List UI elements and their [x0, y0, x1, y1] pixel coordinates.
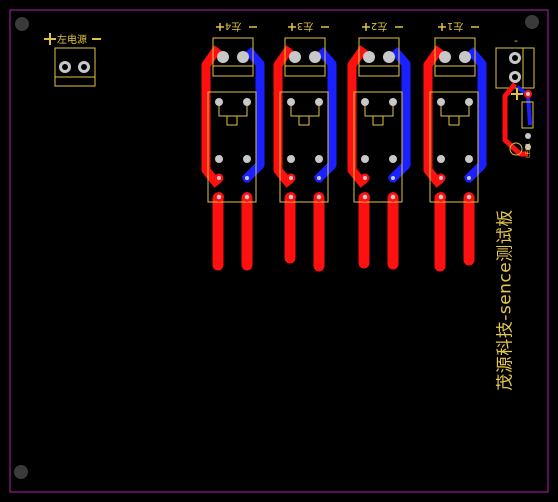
mounting-hole-icon	[15, 17, 29, 31]
via-pad-icon	[386, 54, 392, 60]
sensor-channel: 左4	[201, 20, 265, 271]
sensor-channel: 左3	[273, 20, 337, 272]
via-pad-icon	[366, 54, 372, 60]
power-label: 左电源	[57, 33, 87, 46]
header-outline	[434, 37, 476, 77]
component-outline	[279, 91, 329, 203]
top-copper-trace	[347, 45, 368, 188]
via-pad-icon	[466, 175, 472, 181]
via-pad-icon	[438, 194, 444, 200]
component-outline	[207, 91, 257, 203]
component-outline	[290, 103, 320, 117]
led-module: - LED1	[495, 34, 535, 158]
via-pad-icon	[390, 194, 396, 200]
via-pad-icon	[245, 100, 249, 104]
via-pad-icon	[362, 175, 368, 181]
component-outline	[448, 115, 460, 126]
via-pad-icon	[391, 100, 395, 104]
header-outline	[212, 37, 254, 77]
bottom-copper-trace	[313, 47, 337, 184]
component-outline	[226, 115, 238, 126]
component-outline	[429, 91, 479, 203]
connector-label: 左1	[447, 20, 463, 33]
mounting-hole-icon	[525, 15, 539, 29]
sensor-channel: 左2	[347, 20, 411, 270]
board-title: 茂源科技-sence测试板	[495, 209, 516, 391]
via-pad-icon	[390, 175, 396, 181]
via-pad-icon	[362, 194, 368, 200]
via-pad-icon	[439, 100, 443, 104]
mounting-hole-icon	[14, 465, 28, 479]
led-label: LED1	[525, 142, 532, 158]
connector-label: 左3	[297, 20, 313, 33]
via-pad-icon	[217, 100, 221, 104]
right-connector-label: -	[514, 34, 518, 47]
connector-label: 左2	[371, 20, 387, 33]
via-pad-icon	[316, 194, 322, 200]
sensor-channel: 左1	[423, 20, 487, 272]
sensor-channel-group: 左4 左3 左2 左1	[201, 20, 487, 272]
via-pad-icon	[245, 157, 249, 161]
component-outline	[440, 103, 470, 117]
via-pad-icon	[240, 54, 246, 60]
via-pad-icon	[216, 175, 222, 181]
via-pad-icon	[316, 175, 322, 181]
connector-label: 左4	[225, 20, 241, 33]
via-pad-icon	[216, 194, 222, 200]
via-pad-icon	[363, 100, 367, 104]
via-pad-icon	[317, 157, 321, 161]
component-outline	[353, 91, 403, 203]
via-pad-icon	[462, 54, 468, 60]
header-outline	[284, 37, 326, 77]
top-copper-trace	[273, 45, 294, 188]
component-outline	[218, 103, 248, 117]
top-copper-trace	[201, 45, 222, 188]
via-pad-icon	[289, 100, 293, 104]
bottom-copper-trace	[387, 47, 411, 184]
via-pad-icon	[439, 157, 443, 161]
via-pad-icon	[467, 157, 471, 161]
via-pad-icon	[244, 175, 250, 181]
top-copper-trace	[423, 45, 444, 188]
top-copper-trace	[502, 82, 528, 157]
via-pad-icon	[244, 194, 250, 200]
component-outline	[298, 115, 310, 126]
via-pad-icon	[289, 157, 293, 161]
power-connector: 左电源	[44, 33, 101, 87]
via-pad-icon	[217, 157, 221, 161]
via-pad-icon	[292, 54, 298, 60]
component-outline	[364, 103, 394, 117]
via-pad-icon	[363, 157, 367, 161]
via-pad-icon	[288, 194, 294, 200]
via-pad-icon	[467, 100, 471, 104]
via-pad-icon	[438, 175, 444, 181]
header-outline	[358, 37, 400, 77]
via-pad-icon	[288, 175, 294, 181]
via-pad-icon	[442, 54, 448, 60]
component-outline	[372, 115, 384, 126]
bottom-copper-trace	[463, 47, 487, 184]
via-pad-icon	[391, 157, 395, 161]
via-pad-icon	[466, 194, 472, 200]
via-pad-icon	[317, 100, 321, 104]
via-pad-icon	[220, 54, 226, 60]
bottom-copper-trace	[241, 47, 265, 184]
via-pad-icon	[312, 54, 318, 60]
